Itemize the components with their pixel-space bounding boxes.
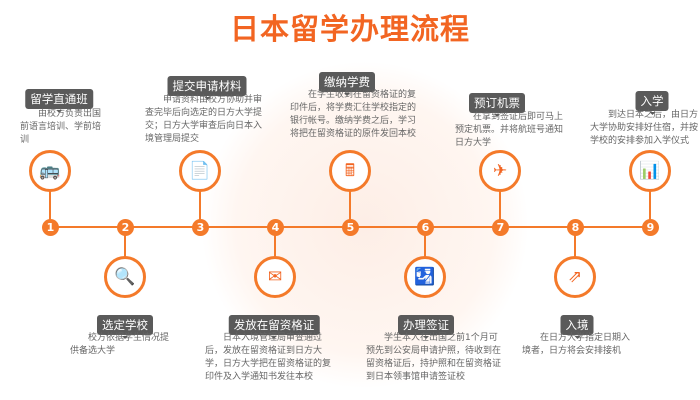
step-label: 提交申请材料: [167, 76, 247, 100]
step-number-node: 2: [117, 219, 134, 236]
connector-line: [199, 191, 201, 227]
cash-register-icon: 🖩: [329, 150, 371, 192]
step-description: 学生本人在出国之前1个月可预先到公安局申请护照，待收到在留资格证后，持护照和在留…: [366, 333, 502, 382]
connector-line: [649, 191, 651, 227]
step-label: 缴纳学费: [319, 72, 375, 96]
passport-icon: 🛂: [404, 256, 446, 298]
step-number-node: 9: [642, 219, 659, 236]
step-description: 在学生收到在留资格证的复印件后，将学费汇往学校指定的银行帐号。缴纳学费之后，学习…: [290, 90, 417, 139]
step-label: 发放在留资格证: [228, 315, 320, 339]
step-description: 在拿到签证后即可马上预定机票。并将航班号通知日方大学: [455, 112, 564, 148]
step-description: 校方依据学生情况提供备选大学: [70, 333, 170, 356]
connector-line: [349, 191, 351, 227]
step-number-node: 8: [567, 219, 584, 236]
step-number-node: 6: [417, 219, 434, 236]
envelope-icon: ✉: [254, 256, 296, 298]
document-icon: 📄: [179, 150, 221, 192]
connector-line: [499, 191, 501, 227]
step-number-node: 1: [42, 219, 59, 236]
airplane-icon: ✈: [479, 150, 521, 192]
step-number-node: 4: [267, 219, 284, 236]
step-description: 申请资料由校方协助并审查完毕后向选定的日方大学提交；日方大学审查后向日本入境管理…: [145, 95, 263, 144]
page-title: 日本留学办理流程: [229, 12, 470, 46]
connector-line: [124, 227, 126, 257]
step-label: 入境: [560, 315, 594, 339]
bus-icon: 🚌: [29, 150, 71, 192]
step-description: 日本入境管理局审查通过后，发放在留资格证到日方大学，日方大学把在留资格证的复印件…: [205, 333, 332, 382]
step-label: 预订机票: [469, 93, 525, 117]
connector-line: [424, 227, 426, 257]
connector-line: [274, 227, 276, 257]
connector-line: [49, 191, 51, 227]
step-description: 到达日本之后，由日方大学协助安排好住宿，并按学校的安排参加入学仪式: [590, 110, 699, 146]
step-description: 由校方负责出国前语言培训、学前培训: [20, 109, 102, 145]
step-label: 办理签证: [398, 315, 454, 339]
step-description: 在日方大学指定日期入境者，日方将会安排接机: [522, 333, 631, 356]
step-label: 入学: [635, 91, 669, 115]
connector-line: [574, 227, 576, 257]
escalator-icon: ⇗: [554, 256, 596, 298]
step-number-node: 5: [342, 219, 359, 236]
background-globe-decoration: [200, 60, 530, 390]
step-label: 选定学校: [97, 315, 153, 339]
step-label: 留学直通班: [25, 89, 93, 113]
step-number-node: 7: [492, 219, 509, 236]
bar-chart-icon: 📊: [629, 150, 671, 192]
step-number-node: 3: [192, 219, 209, 236]
building-search-icon: 🔍: [104, 256, 146, 298]
